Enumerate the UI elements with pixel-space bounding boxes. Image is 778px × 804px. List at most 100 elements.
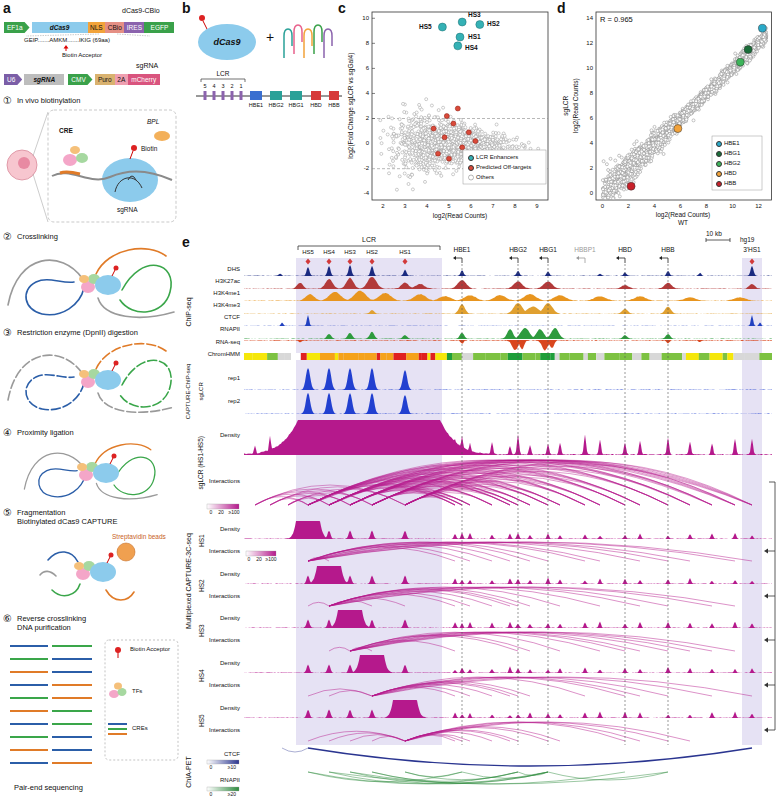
scatter-points — [407, 125, 410, 128]
scatter-points — [412, 126, 415, 129]
scatter-points — [429, 166, 432, 169]
scatter-points — [437, 141, 440, 144]
locus-schematic — [290, 91, 302, 100]
scatter-points — [473, 127, 476, 130]
sequencing-reads — [10, 646, 92, 763]
scatter-points — [426, 164, 429, 167]
scatter-points — [477, 130, 480, 133]
chromatin-loops — [8, 249, 174, 499]
scatter-points — [464, 126, 467, 129]
scatter-points — [473, 139, 478, 144]
scatter-points — [404, 156, 407, 159]
scatter-points — [400, 123, 403, 126]
scatter-points — [390, 126, 393, 129]
scatter-points — [379, 137, 382, 140]
scatter-points — [401, 158, 404, 161]
scatter-points — [438, 166, 441, 169]
legend-box — [114, 683, 122, 690]
scatter-points — [424, 156, 427, 159]
scatter-points — [453, 127, 456, 130]
scatter-points — [442, 130, 445, 133]
scatter-points — [502, 141, 505, 144]
scatter-points — [454, 42, 462, 50]
scatter-points — [444, 127, 447, 130]
scatter-points — [455, 131, 458, 134]
chromatin-loops — [79, 361, 121, 391]
cell-illustration — [131, 145, 137, 151]
scatter-points — [436, 116, 439, 119]
scatter-points — [416, 133, 419, 136]
scatter-points — [445, 150, 448, 153]
scatter-points — [726, 81, 729, 84]
scatter-points — [459, 141, 462, 144]
scatter-points — [435, 145, 438, 148]
scatter-points — [452, 160, 455, 163]
cell-illustration — [70, 146, 80, 154]
scatter-points — [380, 142, 383, 145]
scatter-points — [403, 136, 406, 139]
scatter-points — [452, 173, 455, 176]
scatter-points — [402, 102, 405, 105]
scatter-points — [401, 151, 404, 154]
scatter-points — [433, 169, 436, 172]
scatter-points — [497, 132, 500, 135]
scatter-points — [428, 158, 431, 161]
cell-illustration — [154, 131, 170, 141]
scatter-points — [436, 151, 441, 156]
sgrna-hairpins — [314, 25, 322, 54]
scatter-points — [427, 144, 430, 147]
scatter-points — [392, 165, 395, 168]
locus-schematic — [196, 79, 342, 100]
scatter-points — [480, 136, 483, 139]
scatter-points — [412, 139, 415, 142]
scatter-points — [460, 159, 463, 162]
scatter-points — [425, 169, 428, 172]
legend-box — [105, 640, 178, 760]
scatter-points — [460, 135, 463, 138]
scatter-points — [518, 146, 521, 149]
scatter-points — [437, 130, 440, 133]
cell-illustration — [76, 153, 88, 163]
scatter-points — [456, 155, 459, 158]
scatter-points — [466, 143, 469, 146]
scatter-points — [457, 150, 460, 153]
sgrna-hairpins — [284, 29, 292, 58]
scatter-points — [437, 138, 440, 141]
scatter-points — [444, 143, 447, 146]
scatter-points — [415, 158, 418, 161]
scatter-points — [405, 166, 408, 169]
scatter-points — [435, 148, 438, 151]
scatter-points — [424, 132, 427, 135]
scatter-points — [455, 106, 460, 111]
scatter-points — [411, 167, 414, 170]
locus-schematic — [311, 91, 321, 100]
scatter-points — [447, 120, 450, 123]
scatter-points — [414, 150, 417, 153]
scatter-points — [478, 140, 481, 143]
scatter-points — [395, 188, 398, 191]
scatter-points — [420, 116, 423, 119]
scatter-points — [482, 146, 485, 149]
scatter-points — [390, 147, 393, 150]
scatter-points — [452, 149, 455, 152]
scatter-points — [380, 152, 383, 155]
scatter-points — [391, 117, 394, 120]
scatter-points — [522, 144, 525, 147]
scatter-points — [390, 156, 393, 159]
locus-schematic — [213, 91, 216, 100]
construct-zoom-lines — [26, 34, 150, 36]
legend-box — [115, 647, 121, 653]
scatter-points — [388, 163, 391, 166]
scatter-points — [415, 111, 418, 114]
scatter-points — [418, 150, 421, 153]
scatter-points — [431, 134, 434, 137]
scatter-points — [412, 158, 415, 161]
biotin-lollipop — [199, 15, 205, 21]
sgrna-hairpins — [304, 29, 312, 58]
scatter-points — [448, 125, 451, 128]
capture-fragments — [40, 571, 56, 576]
sgrna-hairpins — [324, 29, 332, 58]
scatter-points — [420, 166, 423, 169]
scatter-points — [430, 104, 433, 107]
